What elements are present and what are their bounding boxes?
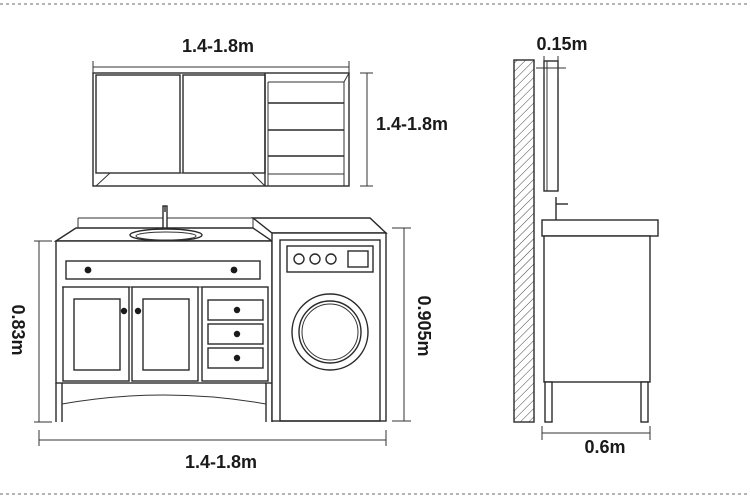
side-depth-dimension bbox=[541, 426, 651, 440]
mirror-width-dimension bbox=[92, 61, 350, 73]
vanity-cabinet bbox=[53, 205, 275, 422]
side-depth-label: 0.6m bbox=[584, 437, 625, 457]
mirror-depth-dimension bbox=[536, 56, 566, 78]
overall-width-dimension bbox=[38, 430, 387, 446]
vanity-height-label: 0.83m bbox=[8, 304, 28, 355]
wall-hatch bbox=[513, 59, 535, 423]
washer-height-label: 0.905m bbox=[414, 295, 434, 356]
mirror-width-label: 1.4-1.8m bbox=[182, 36, 254, 56]
washer-enclosure bbox=[250, 217, 388, 422]
washer-height-dimension bbox=[392, 227, 411, 422]
overall-width-label: 1.4-1.8m bbox=[185, 452, 257, 472]
mirror-cabinet bbox=[92, 72, 350, 187]
mirror-height-dimension bbox=[360, 72, 373, 187]
side-view bbox=[513, 59, 659, 423]
mirror-depth-label: 0.15m bbox=[536, 34, 587, 54]
mirror-height-label: 1.4-1.8m bbox=[376, 114, 448, 134]
vanity-height-dimension bbox=[34, 240, 52, 423]
